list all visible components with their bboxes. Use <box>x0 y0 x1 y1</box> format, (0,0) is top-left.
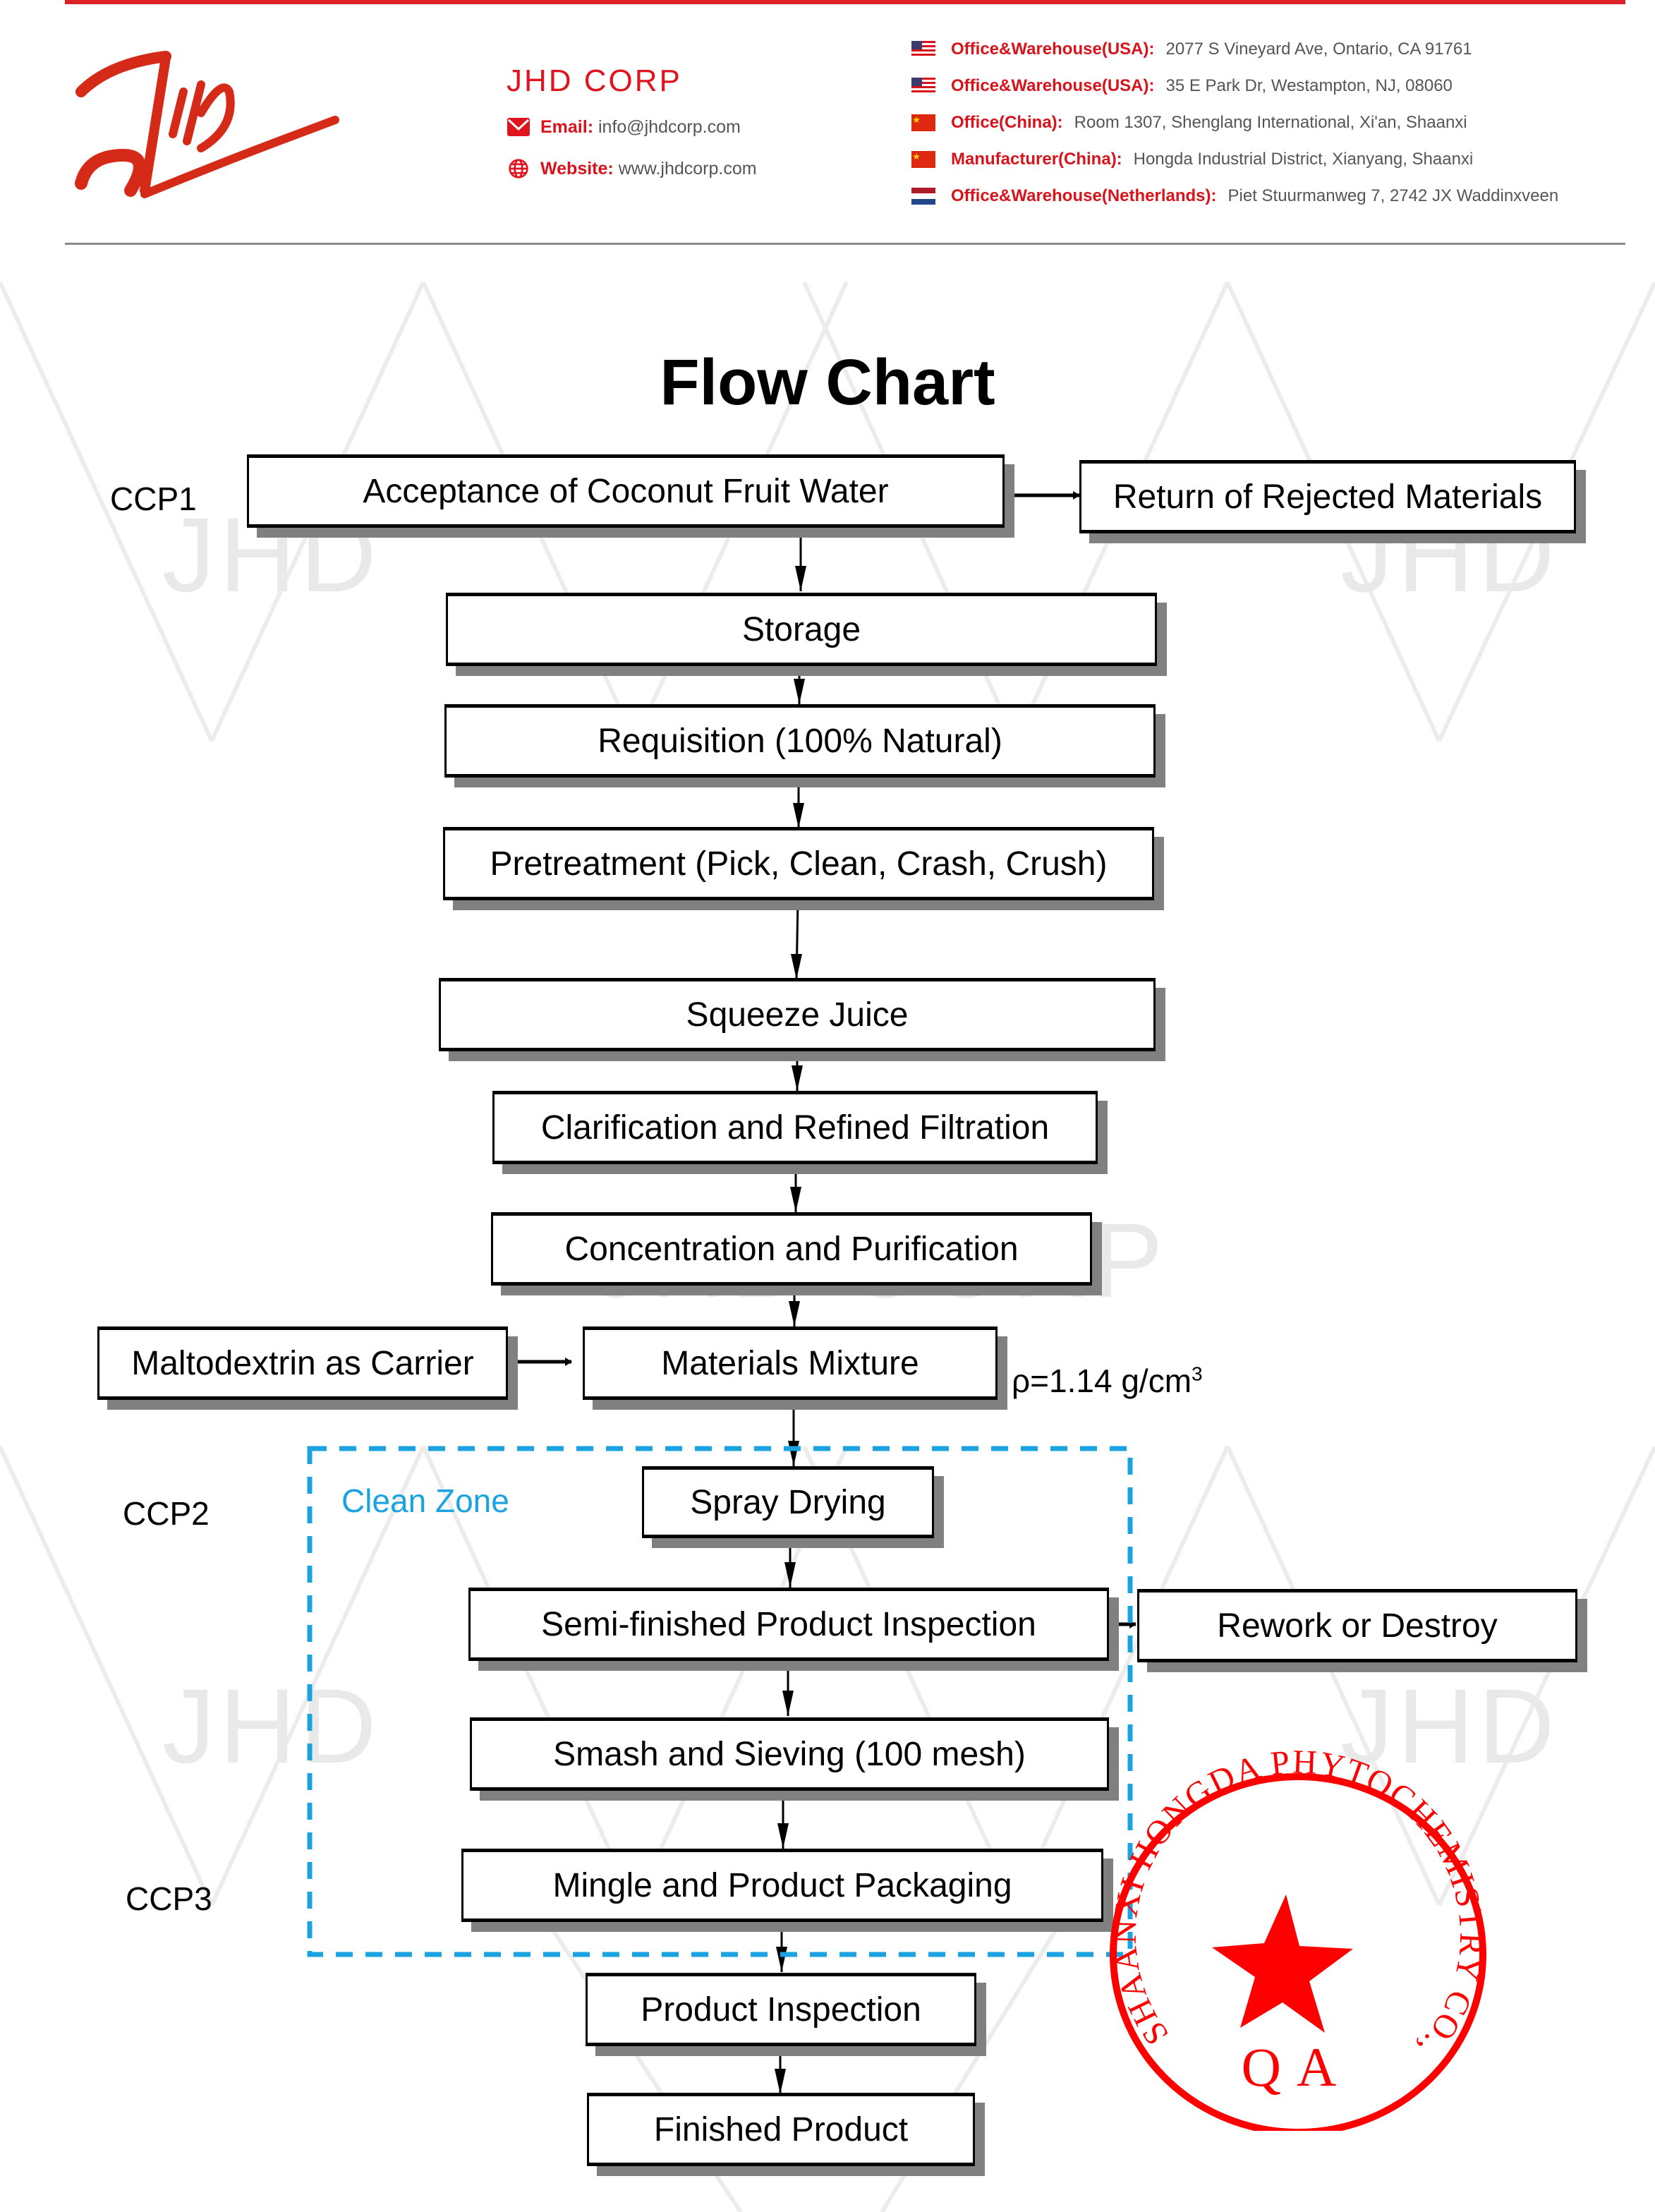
address-row: Office&Warehouse(Netherlands):Piet Stuur… <box>911 186 1558 206</box>
usa-flag-icon <box>911 41 935 58</box>
side-return-rejected: Return of Rejected Materials <box>1079 460 1576 533</box>
header-top-bar <box>65 0 1625 4</box>
side-rework-destroy: Rework or Destroy <box>1137 1589 1577 1662</box>
step-finished-product: Finished Product <box>587 2093 975 2166</box>
step-product-inspection: Product Inspection <box>586 1973 976 2046</box>
clean-zone-border <box>307 1446 1133 1957</box>
website-link[interactable]: www.jhdcorp.com <box>618 158 757 179</box>
ccp1-label: CCP1 <box>110 481 197 517</box>
usa-flag-icon <box>911 78 935 95</box>
clean-zone-label: Clean Zone <box>341 1482 509 1519</box>
step-smash-sieving: Smash and Sieving (100 mesh) <box>470 1717 1109 1791</box>
step-semifinished-inspection: Semi-finished Product Inspection <box>468 1588 1109 1661</box>
stamp-ring-text: SHAANXI HONGDA PHYTOCHEMISTRY CO., LTD <box>1101 1750 1490 2067</box>
address-row: Office&Warehouse(USA):35 E Park Dr, West… <box>911 76 1453 96</box>
ccp3-label: CCP3 <box>126 1880 212 1917</box>
website-label: Website: <box>540 158 614 179</box>
email-label: Email: <box>540 116 594 137</box>
step-clarification: Clarification and Refined Filtration <box>492 1091 1098 1164</box>
arrow-pretreatment-squeeze <box>791 900 802 980</box>
step-materials-mixture: Materials Mixture <box>583 1326 998 1400</box>
email-row: Email: info@jhdcorp.com <box>507 116 741 138</box>
side-maltodextrin-carrier: Maltodextrin as Carrier <box>97 1326 508 1400</box>
qa-stamp: SHAANXI HONGDA PHYTOCHEMISTRY CO., LTD Q… <box>1101 1750 1490 2131</box>
step-concentration: Concentration and Purification <box>491 1212 1092 1286</box>
stamp-ring <box>1110 1773 1486 2131</box>
header-divider <box>65 243 1625 245</box>
website-row: Website: www.jhdcorp.com <box>507 158 757 179</box>
density-note: ρ=1.14 g/cm3 <box>1012 1362 1203 1399</box>
step-mingle-packaging: Mingle and Product Packaging <box>461 1849 1103 1922</box>
star-icon <box>1212 1894 1353 2033</box>
watermark-jhd: JHD <box>1340 1667 1559 1785</box>
address-row: Office&Warehouse(USA):2077 S Vineyard Av… <box>911 40 1472 59</box>
step-storage: Storage <box>446 593 1157 666</box>
page-title: Flow Chart <box>660 346 995 418</box>
address-row: Manufacturer(China):Hongda Industrial Di… <box>911 150 1473 169</box>
email-link[interactable]: info@jhdcorp.com <box>598 116 741 137</box>
step-squeeze-juice: Squeeze Juice <box>439 978 1156 1051</box>
china-flag-icon <box>911 114 935 131</box>
step-acceptance: Acceptance of Coconut Fruit Water <box>247 454 1005 528</box>
jhd-logo <box>75 51 339 198</box>
netherlands-flag-icon <box>911 188 935 205</box>
step-requisition: Requisition (100% Natural) <box>444 704 1156 778</box>
step-pretreatment: Pretreatment (Pick, Clean, Crash, Crush) <box>443 827 1154 900</box>
watermark-jhd: JHD <box>162 1667 381 1785</box>
company-name: JHD CORP <box>507 64 682 98</box>
ccp2-label: CCP2 <box>123 1495 210 1532</box>
address-row: Office(China):Room 1307, Shenglang Inter… <box>911 113 1467 133</box>
globe-icon <box>509 159 528 179</box>
email-icon <box>507 118 530 136</box>
china-flag-icon <box>911 151 935 168</box>
step-spray-drying: Spray Drying <box>642 1466 934 1538</box>
stamp-qa: QA <box>1242 2036 1352 2098</box>
